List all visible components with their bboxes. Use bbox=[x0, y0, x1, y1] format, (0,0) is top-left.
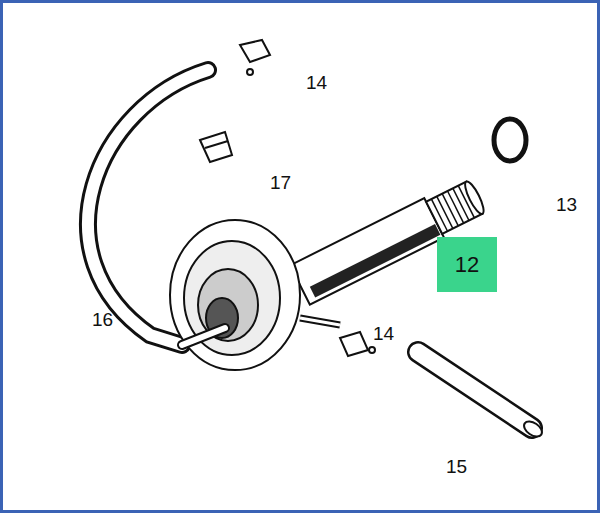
callout-number: 14 bbox=[306, 72, 327, 94]
callout-box: 12 bbox=[437, 237, 497, 292]
callout-number: 14 bbox=[373, 323, 394, 345]
callout-number: 13 bbox=[556, 194, 577, 216]
callout-number: 12 bbox=[455, 252, 479, 278]
callout-number: 15 bbox=[446, 456, 467, 478]
callout-number: 16 bbox=[92, 309, 113, 331]
callout-number: 17 bbox=[270, 172, 291, 194]
